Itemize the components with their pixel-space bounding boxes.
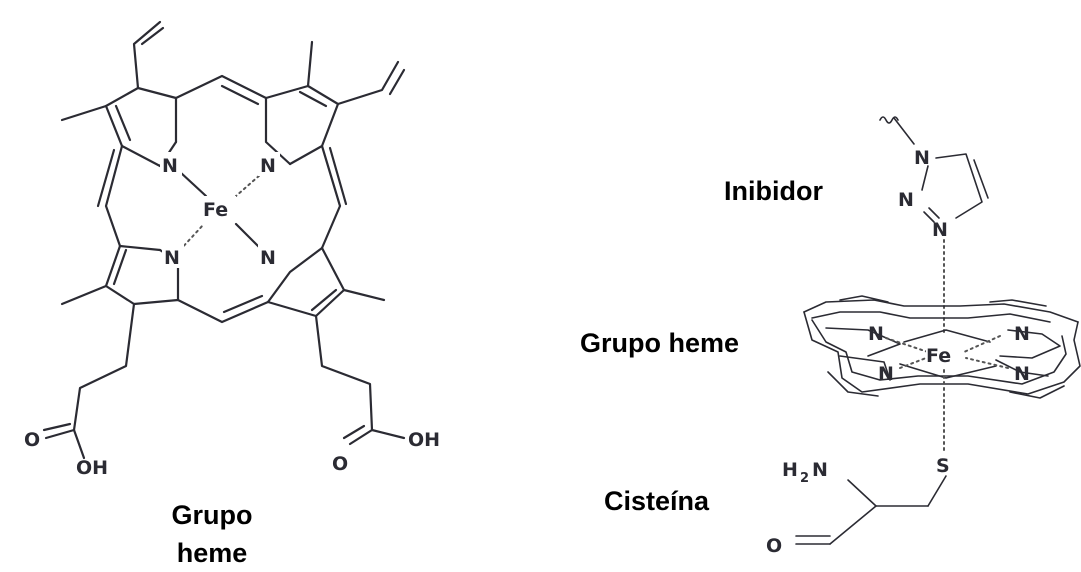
- hydroxyl-group: OH: [408, 429, 440, 451]
- heme-plane-atoms: N N Fe N N: [868, 323, 1030, 385]
- nitrogen-atom: N: [1014, 323, 1030, 345]
- nitrogen-atom: N: [878, 363, 894, 385]
- nitrogen-atom: N: [260, 155, 276, 177]
- heme-atoms-left: N N Fe N N O OH O OH: [24, 152, 440, 479]
- heme-group-label: Grupo heme: [580, 328, 739, 358]
- cysteine-atoms: S H 2 N O: [766, 455, 950, 557]
- iron-atom: Fe: [203, 199, 228, 221]
- nitrogen-atom: N: [868, 323, 884, 345]
- sulfur-atom: S: [936, 455, 950, 477]
- cysteine-residue: [795, 475, 947, 545]
- oxygen-atom: O: [24, 429, 40, 451]
- cysteine-label: Cisteína: [604, 486, 710, 516]
- triazole-inhibitor: [879, 116, 989, 333]
- amino-hydrogen: H: [782, 459, 798, 481]
- nitrogen-atom: N: [1014, 363, 1030, 385]
- inhibitor-label: Inibidor: [724, 176, 823, 206]
- caption-line-2: heme: [177, 538, 248, 568]
- nitrogen-atom: N: [162, 155, 178, 177]
- amino-subscript: 2: [800, 471, 809, 486]
- nitrogen-atom: N: [164, 247, 180, 269]
- nitrogen-atom: N: [260, 247, 276, 269]
- nitrogen-atom: N: [932, 219, 948, 241]
- nitrogen-atom: N: [914, 147, 930, 169]
- heme-plane-schematic: [803, 295, 1081, 451]
- amino-nitrogen: N: [812, 459, 828, 481]
- heme-skeleton-left: [42, 20, 406, 460]
- nitrogen-atom: N: [898, 189, 914, 211]
- oxygen-atom: O: [766, 535, 782, 557]
- triazole-atoms: N N N: [898, 147, 948, 241]
- hydroxyl-group: OH: [76, 457, 108, 479]
- oxygen-atom: O: [332, 453, 348, 475]
- iron-atom: Fe: [926, 345, 951, 367]
- caption-line-1: Grupo: [172, 500, 253, 530]
